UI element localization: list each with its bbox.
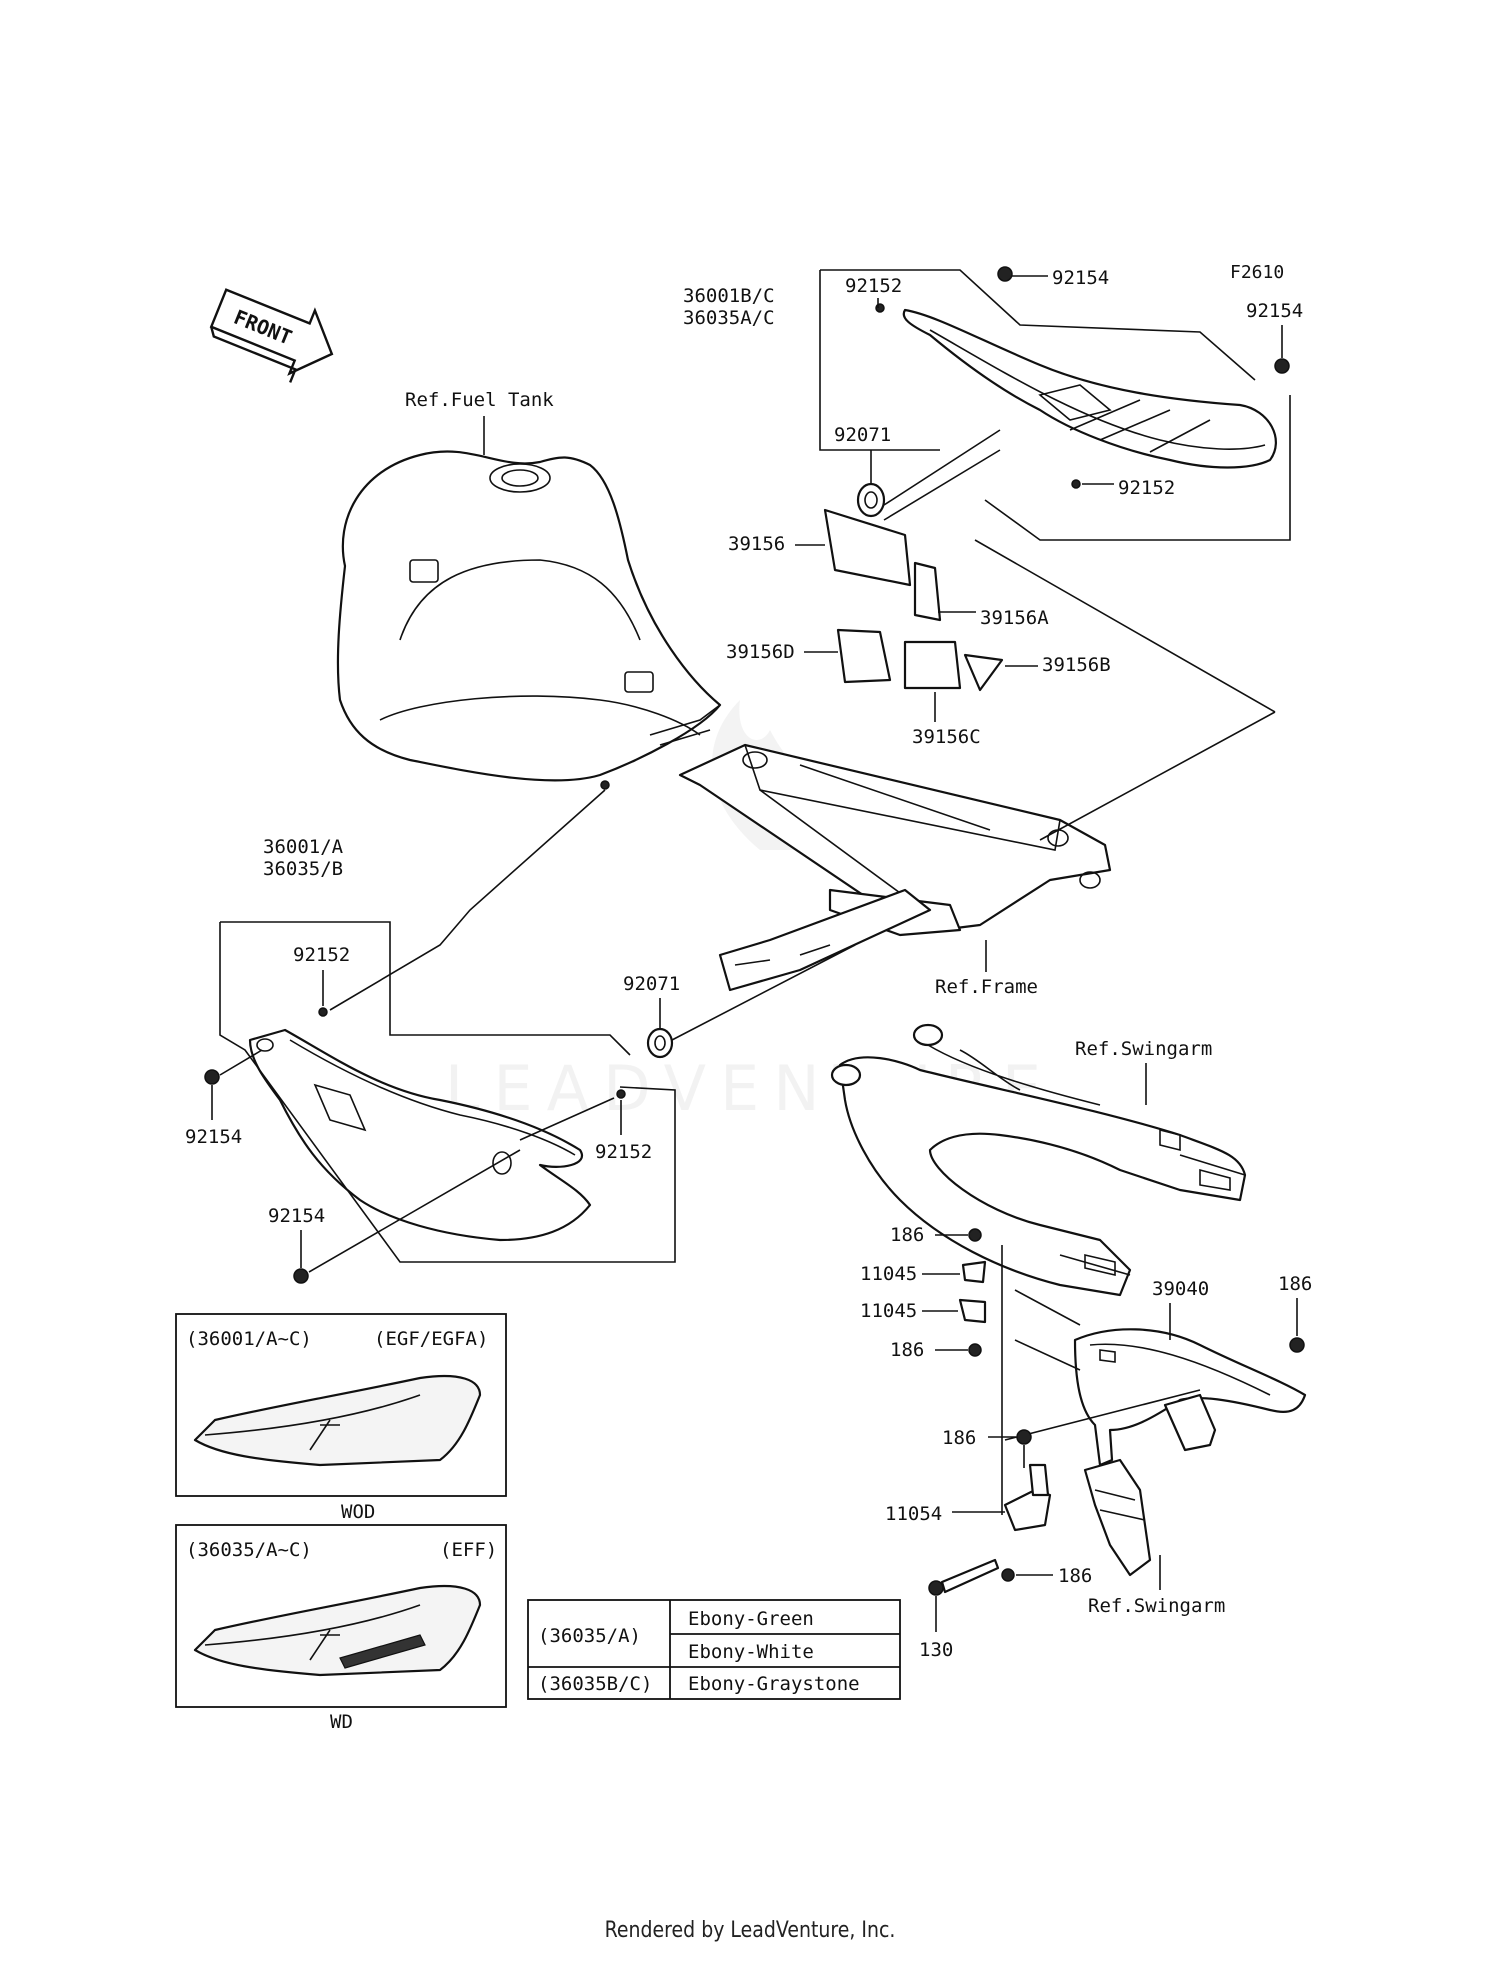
decal-39156B (963, 653, 1004, 692)
bolt-icon (968, 1343, 982, 1357)
grommet-92071-left (646, 1027, 674, 1059)
fuel-tank (336, 450, 722, 790)
bolt-icon (1274, 358, 1290, 374)
callout-39040: 39040 (1152, 1278, 1209, 1300)
chain-guide (1083, 1458, 1152, 1577)
bolt-icon (1001, 1568, 1015, 1582)
inset-wd-model: (EFF) (440, 1539, 497, 1561)
callout-92071-left: 92071 (623, 973, 680, 995)
callout-92154-right: 92154 (1246, 300, 1303, 322)
inset-wod: (36001/A~C) (EGF/EGFA) WOD (175, 1313, 507, 1523)
callout-186-d: 186 (942, 1427, 976, 1449)
callout-11045-b: 11045 (860, 1300, 917, 1322)
callout-92152-left: 92152 (293, 944, 350, 966)
diagram-code: F2610 (1230, 262, 1284, 283)
nut-icon (1071, 479, 1081, 489)
tail-cover (902, 308, 1277, 469)
color-table: (36035/A) Ebony-Green Ebony-White (36035… (527, 1599, 901, 1700)
frame (678, 743, 1112, 992)
callout-39156A: 39156A (980, 607, 1049, 629)
callout-186-b: 186 (890, 1339, 924, 1361)
nut-icon (318, 1007, 328, 1017)
callout-side-cover-1: 36001/A (263, 836, 344, 858)
color-table-part-bc: (36035B/C) (538, 1673, 652, 1695)
ref-fuel-tank-label: Ref.Fuel Tank (405, 389, 554, 411)
bracket-11054 (1003, 1463, 1052, 1532)
callout-side-cover-2: 36035/B (263, 858, 343, 880)
inset-wod-model: (EGF/EGFA) (374, 1328, 488, 1350)
callout-92154-bottom: 92154 (268, 1205, 325, 1227)
grommet-92071-top (856, 482, 886, 518)
color-table-part-a: (36035/A) (538, 1625, 641, 1647)
callout-92152-top: 92152 (845, 275, 902, 297)
ref-frame-label: Ref.Frame (935, 976, 1038, 998)
callout-130: 130 (919, 1639, 953, 1661)
inset-wod-part: (36001/A~C) (186, 1328, 312, 1350)
callout-92152-mid: 92152 (595, 1141, 652, 1163)
callout-92152-right: 92152 (1118, 477, 1175, 499)
bolt-icon (293, 1268, 309, 1284)
front-arrow-icon: FRONT (209, 288, 334, 383)
callout-92154-left: 92154 (185, 1126, 242, 1148)
clamp-11045-a (961, 1260, 987, 1284)
bolt-icon (204, 1069, 220, 1085)
footer-credit: Rendered by LeadVenture, Inc. (604, 1918, 896, 1943)
callout-39156C: 39156C (912, 726, 981, 748)
inset-wd: (36035/A~C) (EFF) WD (175, 1524, 507, 1733)
inset-wod-caption: WOD (341, 1501, 375, 1523)
callout-186-a: 186 (890, 1224, 924, 1246)
callout-39156D: 39156D (726, 641, 795, 663)
ref-swingarm-upper-label: Ref.Swingarm (1075, 1038, 1212, 1060)
callout-11054: 11054 (885, 1503, 942, 1525)
callout-186-c: 186 (1278, 1273, 1312, 1295)
ref-swingarm-lower-label: Ref.Swingarm (1088, 1595, 1225, 1617)
callout-92154-top: 92154 (1052, 267, 1109, 289)
color-table-color-green: Ebony-Green (688, 1608, 814, 1630)
side-cover (248, 1028, 592, 1242)
decal-39156A (913, 561, 942, 622)
inset-wd-caption: WD (330, 1711, 353, 1733)
callout-186-e: 186 (1058, 1565, 1092, 1587)
callout-tail-cover-2: 36035A/C (683, 307, 775, 329)
bolt-icon (997, 266, 1013, 282)
chain-cover (1073, 1328, 1307, 1467)
callout-tail-cover-1: 36001B/C (683, 285, 775, 307)
color-table-color-white: Ebony-White (688, 1641, 814, 1663)
swingarm (830, 1023, 1247, 1297)
bolt-130 (928, 1558, 1000, 1596)
inset-wd-part: (36035/A~C) (186, 1539, 312, 1561)
callout-92071-top: 92071 (834, 424, 891, 446)
nut-icon (616, 1089, 626, 1099)
color-table-color-graystone: Ebony-Graystone (688, 1673, 860, 1695)
bolt-icon (1016, 1429, 1032, 1445)
decal-39156 (823, 508, 912, 587)
callout-39156: 39156 (728, 533, 785, 555)
callout-11045-a: 11045 (860, 1263, 917, 1285)
decal-39156C (903, 640, 962, 690)
clamp-11045-b (958, 1298, 987, 1324)
bolt-icon (968, 1228, 982, 1242)
callout-39156B: 39156B (1042, 654, 1111, 676)
decal-39156D (836, 628, 892, 684)
bolt-icon (1289, 1337, 1305, 1353)
